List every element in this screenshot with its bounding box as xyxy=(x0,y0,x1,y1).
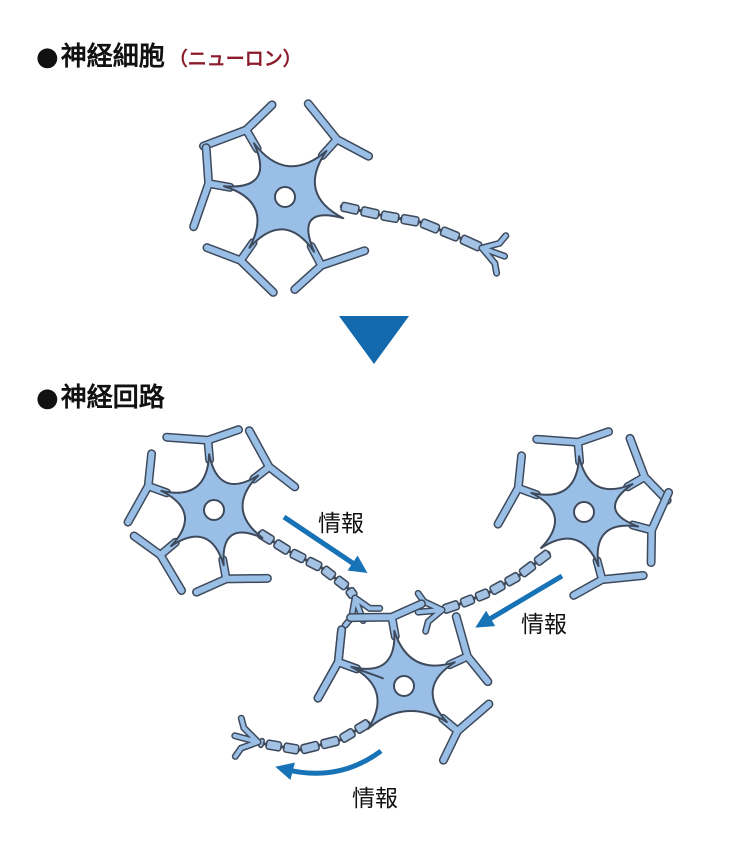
info-label: 情報 xyxy=(521,612,567,638)
arrow-icon xyxy=(275,748,383,780)
arrow-icon xyxy=(282,514,368,574)
neuron-icon xyxy=(123,425,384,629)
info-label: 情報 xyxy=(318,511,364,537)
section-title-circuit: 神経回路 xyxy=(60,383,165,413)
section-title-neuron: 神経細胞 xyxy=(60,42,165,72)
neuron-icon xyxy=(231,599,494,765)
section-heading-neuron: ●神経細胞（ニューロン） xyxy=(36,36,302,73)
neuron-icon xyxy=(189,99,510,297)
down-triangle-icon xyxy=(339,316,409,364)
info-label: 情報 xyxy=(352,786,398,812)
arrow-icon xyxy=(475,573,564,628)
bullet-icon: ● xyxy=(36,383,59,413)
section-heading-circuit: ●神経回路 xyxy=(36,377,165,414)
section-subtitle-neuron: （ニューロン） xyxy=(168,48,302,70)
bullet-icon: ● xyxy=(36,42,59,72)
neuron-icon xyxy=(414,427,674,635)
